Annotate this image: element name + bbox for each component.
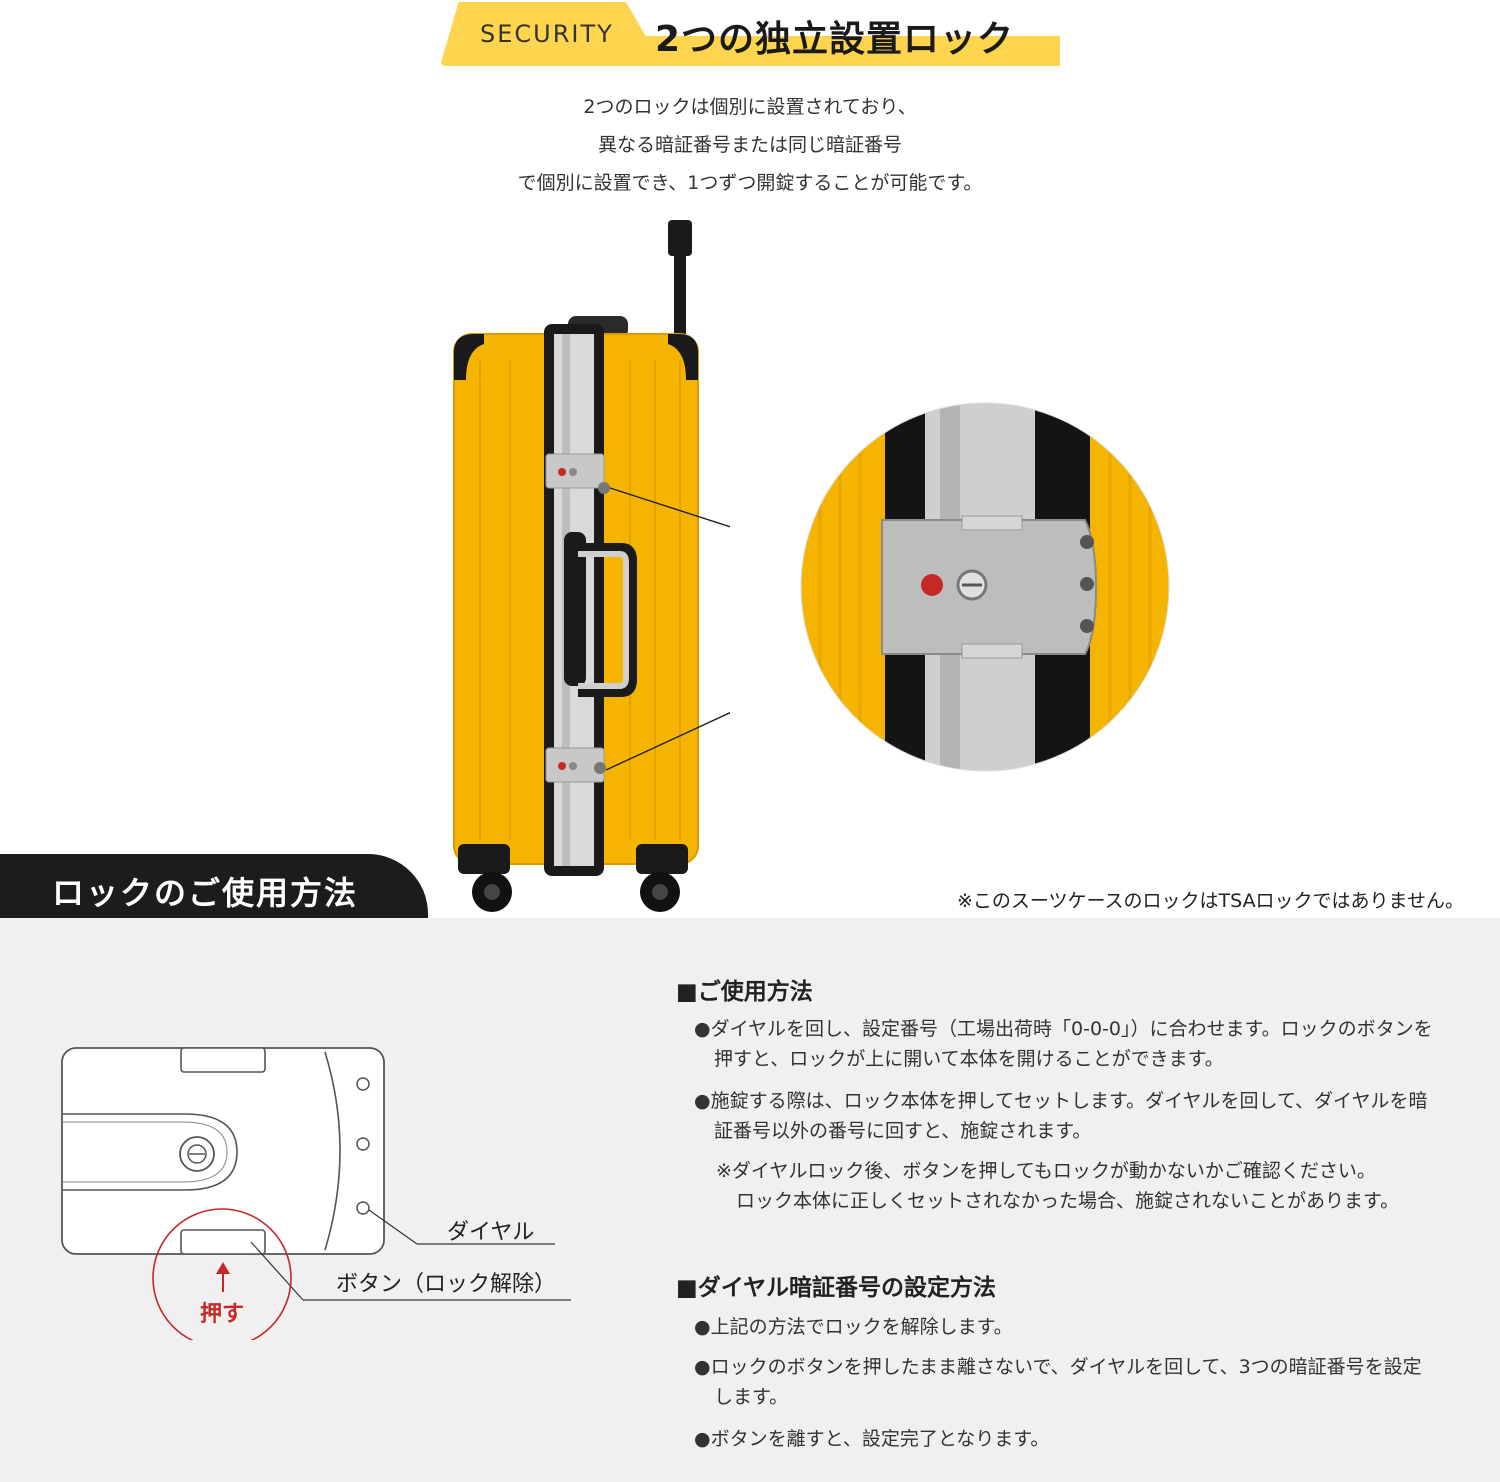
suitcase-image [453,220,730,912]
usage-item-1-line-1: ●ダイヤルを回し、設定番号（工場出荷時「0-0-0」）に合わせます。ロックのボタ… [694,1018,1433,1040]
lock-diagram [61,1047,571,1340]
intro-text: 2つのロックは個別に設置されており、 異なる暗証番号または同じ暗証番号 で個別に… [0,88,1500,202]
setting-item-2: ●ロックのボタンを押したまま離さないで、ダイヤルを回して、3つの暗証番号を設定 … [694,1352,1454,1412]
dial-label: ダイヤル [447,1220,535,1245]
usage-item-2-line-2: 証番号以外の番号に回すと、施錠されます。 [714,1120,1092,1142]
banner-shape [440,2,664,66]
setting-item-1: ●上記の方法でロックを解除します。 [694,1316,1013,1338]
usage-note-line-2: ロック本体に正しくセットされなかった場合、施錠されないことがあります。 [736,1190,1400,1212]
setting-heading: ■ダイヤル暗証番号の設定方法 [676,1275,997,1301]
usage-item-2-line-1: ●施錠する際は、ロック本体を押してセットします。ダイヤルを回して、ダイヤルを暗 [694,1090,1428,1112]
tsa-note: ※このスーツケースのロックはTSAロックではありません。 [956,890,1464,912]
lock-closeup [800,402,1170,772]
intro-line: で個別に設置でき、1つずつ開錠することが可能です。 [517,172,983,194]
banner-underline [645,36,1060,66]
usage-tab-label: ロックのご使用方法 [52,874,359,912]
push-label: 押す [200,1302,245,1327]
usage-item-2: ●施錠する際は、ロック本体を押してセットします。ダイヤルを回して、ダイヤルを暗 … [694,1086,1454,1146]
button-label: ボタン（ロック解除） [336,1272,557,1297]
usage-heading: ■ご使用方法 [676,979,813,1005]
intro-line: 2つのロックは個別に設置されており、 [583,96,917,118]
intro-line: 異なる暗証番号または同じ暗証番号 [597,134,902,156]
setting-item-2-line-2: します。 [714,1386,789,1408]
banner-title: 2つの独立設置ロック [655,19,1015,60]
usage-note-line-1: ※ダイヤルロック後、ボタンを押してもロックが動かないかご確認ください。 [716,1160,1376,1182]
usage-tab: ロックのご使用方法 [0,854,428,920]
section-banner: SECURITY 2つの独立設置ロック [440,2,1060,66]
banner-tag: SECURITY [480,20,614,48]
usage-note: ※ダイヤルロック後、ボタンを押してもロックが動かないかご確認ください。 ロック本… [716,1156,1456,1216]
setting-item-3: ●ボタンを離すと、設定完了となります。 [694,1428,1050,1450]
usage-item-1-line-2: 押すと、ロックが上に開いて本体を開けることができます。 [714,1048,1224,1070]
setting-item-2-line-1: ●ロックのボタンを押したまま離さないで、ダイヤルを回して、3つの暗証番号を設定 [694,1356,1422,1378]
usage-item-1: ●ダイヤルを回し、設定番号（工場出荷時「0-0-0」）に合わせます。ロックのボタ… [694,1014,1454,1074]
